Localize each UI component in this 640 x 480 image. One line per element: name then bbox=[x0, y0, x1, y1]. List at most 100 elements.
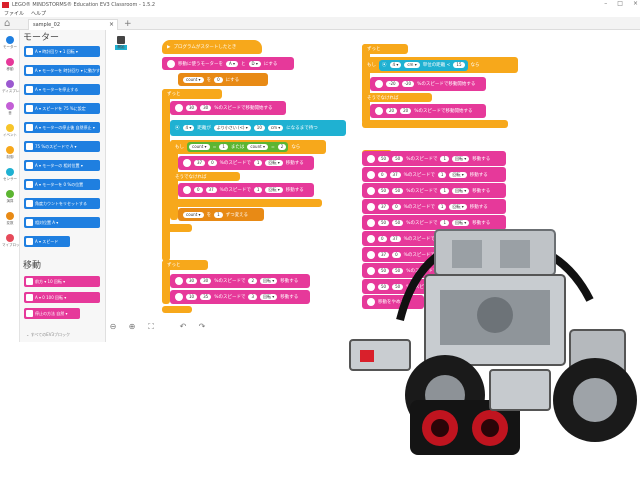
palette-motor-block[interactable]: A ▾ スピードを 75 %に設定 bbox=[24, 103, 100, 114]
menu-file[interactable]: ファイル bbox=[4, 10, 25, 17]
wheel-icon bbox=[183, 159, 191, 167]
tab-sample-02[interactable]: sample_02 × bbox=[28, 19, 118, 30]
palette-move-block[interactable]: A ▾ 0 100 回転 ▾ bbox=[24, 292, 100, 303]
if-else-block[interactable]: もし ⦿ 4 ▾ cm ▾ 単位の距離 < 15 なら bbox=[362, 57, 518, 73]
tab-label: sample_02 bbox=[33, 22, 61, 28]
move-block[interactable]: 37 0 %のスピードで 1 回転 ▾ 移動する bbox=[178, 156, 314, 170]
zoom-in-icon[interactable]: ⊕ bbox=[128, 322, 136, 331]
palette-move-block[interactable]: 停止の方法 自然 ▾ bbox=[24, 308, 80, 319]
category-dot-icon bbox=[6, 234, 14, 242]
category-dot-icon bbox=[6, 212, 14, 220]
new-tab-icon[interactable]: + bbox=[124, 19, 132, 29]
ev3-classroom-window: LEGO® MINDSTORMS® Education EV3 Classroo… bbox=[0, 0, 640, 342]
category-dot-icon bbox=[6, 102, 14, 110]
palette-motor-block[interactable]: A ▾ スピード bbox=[24, 236, 70, 247]
redo-icon[interactable]: ↷ bbox=[198, 322, 206, 331]
category-dot-icon bbox=[6, 146, 14, 154]
motor-icon bbox=[26, 86, 33, 93]
category-dot-icon bbox=[6, 190, 14, 198]
palette-motor-block[interactable]: 角度カウントをリセットする bbox=[24, 198, 100, 209]
tab-close-icon[interactable]: × bbox=[108, 21, 114, 28]
wheel-icon bbox=[367, 298, 375, 306]
zoom-out-icon[interactable]: ⊖ bbox=[109, 322, 117, 331]
else-label: そうでなければ bbox=[170, 172, 240, 181]
run-label: 開始 bbox=[115, 45, 127, 50]
motor-icon bbox=[26, 162, 33, 169]
category-list: モーター移動ディスプレイ音イベント制御センサー演算変数マイブロック bbox=[0, 30, 23, 342]
minimize-icon[interactable]: – bbox=[604, 0, 608, 7]
show-all-blocks-link[interactable]: ⌄ すべてのEV3ブロック bbox=[26, 332, 70, 337]
category-9[interactable]: マイブロック bbox=[2, 234, 23, 248]
palette-motor-block[interactable]: A ▾ 時計回り ▾ 1 回転 ▾ bbox=[24, 46, 100, 57]
ultrasonic-sensor-icon: ⦿ bbox=[175, 126, 180, 131]
motor-icon bbox=[26, 200, 33, 207]
move-block[interactable]: 30 30 %のスピードで 2 回転 ▾ 移動する bbox=[170, 274, 310, 288]
palette-motor-block[interactable]: A ▾ モーターの 相対位置 ▾ bbox=[24, 160, 100, 171]
window-title: LEGO® MINDSTORMS® Education EV3 Classroo… bbox=[12, 1, 156, 8]
palette-heading-motor: モーター bbox=[23, 33, 60, 43]
motor-icon bbox=[26, 143, 33, 150]
wheel-icon bbox=[175, 104, 183, 112]
undo-icon[interactable]: ↶ bbox=[179, 322, 187, 331]
robot-wheel-hub bbox=[573, 378, 617, 422]
start-moving-block[interactable]: -20 -20 %のスピードで移動開始する bbox=[370, 77, 486, 91]
palette-motor-block[interactable]: 75 %のスピードで A ▾ bbox=[24, 141, 100, 152]
maximize-icon[interactable]: □ bbox=[617, 0, 623, 7]
run-button[interactable]: 開始 bbox=[115, 36, 127, 50]
robot-gear bbox=[477, 297, 513, 333]
wheel-icon bbox=[26, 294, 33, 301]
forever-block[interactable]: ずっと bbox=[162, 260, 208, 270]
category-5[interactable]: 制御 bbox=[2, 146, 18, 160]
category-4[interactable]: イベント bbox=[2, 124, 18, 138]
zoom-controls: ⊖ ⊕ ⛶ ↶ ↷ bbox=[108, 322, 207, 332]
motor-icon bbox=[26, 124, 33, 131]
palette-motor-block[interactable]: A ▾ モーターの停止後 自然停止 ▾ bbox=[24, 122, 100, 133]
wheel-icon bbox=[367, 282, 375, 291]
category-3[interactable]: 音 bbox=[2, 102, 18, 116]
set-count-block[interactable]: count ▾ を 0 にする bbox=[178, 73, 268, 86]
wheel-icon bbox=[26, 310, 33, 317]
forever-block[interactable]: ずっと bbox=[362, 44, 408, 54]
move-block[interactable]: 0 37 %のスピードで 1 回転 ▾ 移動する bbox=[178, 183, 314, 197]
flag-icon: ▶ bbox=[167, 44, 171, 50]
distance-compare-block[interactable]: ⦿ 4 ▾ cm ▾ 単位の距離 < 15 bbox=[379, 59, 468, 71]
ev3-robot-photo bbox=[349, 229, 637, 455]
category-dot-icon bbox=[6, 124, 14, 132]
when-program-starts-block[interactable]: ▶ プログラムがスタートしたとき bbox=[162, 40, 262, 54]
palette-motor-block[interactable]: 相対位置 A ▾ bbox=[24, 217, 100, 228]
block-palette: モーター A ▾ 時計回り ▾ 1 回転 ▾ A ▾ モーターを 時計回り ▾ に… bbox=[20, 30, 124, 342]
palette-motor-block[interactable]: A ▾ モーターを 時計回り ▾ に動かす bbox=[24, 65, 100, 76]
category-8[interactable]: 変数 bbox=[2, 212, 18, 226]
home-icon[interactable]: ⌂ bbox=[4, 18, 11, 29]
category-6[interactable]: センサー bbox=[2, 168, 18, 182]
wheel-icon bbox=[367, 266, 375, 275]
palette-move-block[interactable]: 前方 ▾ 10 回転 ▾ bbox=[24, 276, 100, 287]
close-icon[interactable]: × bbox=[632, 0, 638, 7]
menu-help[interactable]: ヘルプ bbox=[31, 10, 47, 17]
palette-motor-block[interactable]: A ▾ モーターを 0 %の位置 bbox=[24, 179, 100, 190]
set-move-motors-block[interactable]: 移動に使うモーターを A ▾ と D ▾ にする bbox=[162, 57, 294, 70]
palette-motor-block[interactable]: A ▾ モーターを停止する bbox=[24, 84, 100, 95]
start-moving-block[interactable]: 30 30 %のスピードで移動開始する bbox=[170, 101, 286, 115]
wheel-icon bbox=[175, 277, 183, 285]
or-operator-block[interactable]: count ▾ = 1 または count ▾ = 2 bbox=[187, 142, 289, 152]
change-count-block[interactable]: count ▾ を 1 ずつ変える bbox=[178, 208, 264, 221]
wheel-icon bbox=[375, 80, 383, 88]
category-1[interactable]: 移動 bbox=[2, 58, 18, 72]
fit-view-icon[interactable]: ⛶ bbox=[148, 322, 154, 331]
category-2[interactable]: ディスプレイ bbox=[2, 80, 23, 94]
motor-icon bbox=[26, 48, 33, 55]
move-block[interactable]: 10 35 %のスピードで 3 回転 ▾ 移動する bbox=[170, 290, 310, 304]
start-moving-block[interactable]: 20 20 %のスピードで移動開始する bbox=[370, 104, 486, 118]
category-7[interactable]: 演算 bbox=[2, 190, 18, 204]
forever-block[interactable]: ずっと bbox=[162, 89, 222, 99]
category-dot-icon bbox=[6, 80, 14, 88]
if-else-block[interactable]: もし count ▾ = 1 または count ▾ = 2 なら bbox=[170, 140, 326, 154]
wait-until-distance-block[interactable]: ⦿ 4 ▾ 距離が より小さい (<) ▾ 10 cm ▾ になるまで待つ bbox=[170, 120, 346, 136]
category-0[interactable]: モーター bbox=[2, 36, 18, 50]
